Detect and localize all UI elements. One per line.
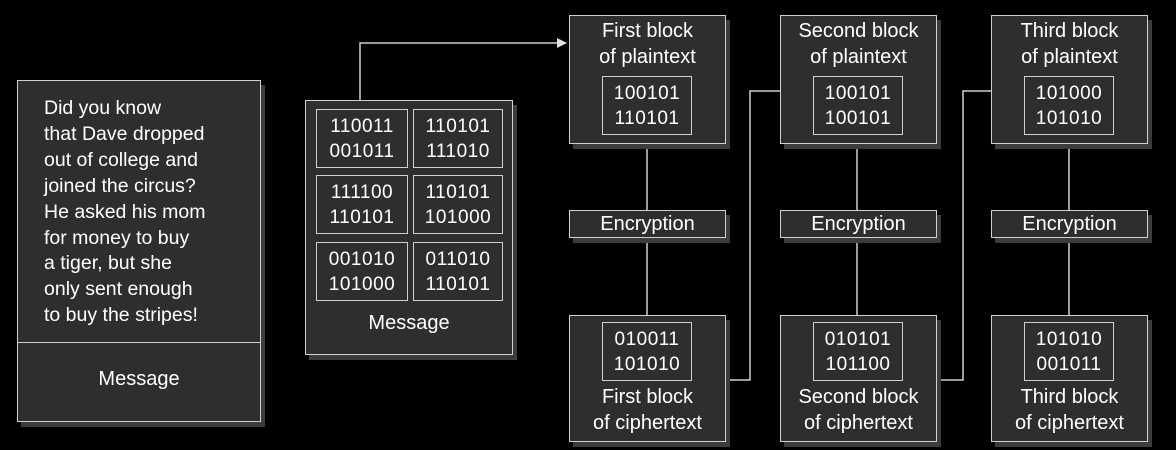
- ciphertext-bits-3: 101010 001011: [1024, 322, 1114, 381]
- message-cell: 111100 110101: [316, 175, 408, 234]
- ciphertext-label-2: Second block of ciphertext: [798, 386, 919, 434]
- story-divider: [17, 342, 261, 343]
- message-cell: 011010 110101: [413, 242, 503, 301]
- encryption-label-3: Encryption: [1022, 213, 1117, 235]
- plaintext-label-1: First block of plaintext: [599, 20, 696, 68]
- plaintext-bits-1: 100101 110101: [602, 76, 692, 135]
- encryption-box-2: [780, 210, 937, 238]
- story-text: Did you know that Dave dropped out of co…: [44, 97, 206, 327]
- story-message-box: [17, 80, 261, 422]
- message-cell: 001010 101000: [316, 242, 408, 301]
- ciphertext-label-1: First block of ciphertext: [593, 386, 702, 434]
- story-message-label: Message: [98, 368, 180, 390]
- encryption-label-1: Encryption: [600, 213, 695, 235]
- encryption-box-3: [991, 210, 1148, 238]
- message-grid-label: Message: [368, 312, 450, 334]
- encryption-label-2: Encryption: [811, 213, 906, 235]
- ciphertext-label-3: Third block of ciphertext: [1015, 386, 1124, 434]
- message-cell: 110011 001011: [316, 109, 408, 168]
- ciphertext-bits-2: 010101 101100: [813, 322, 903, 381]
- message-cell: 110101 101000: [413, 175, 503, 234]
- message-cell: 110101 111010: [413, 109, 503, 168]
- arrow-message-to-first-plaintext: [359, 38, 567, 100]
- ciphertext-bits-1: 010011 101010: [602, 322, 692, 381]
- plaintext-label-3: Third block of plaintext: [1020, 20, 1119, 68]
- encryption-box-1: [569, 210, 726, 238]
- plaintext-bits-3: 101000 101010: [1024, 76, 1114, 135]
- plaintext-label-2: Second block of plaintext: [798, 20, 919, 68]
- plaintext-bits-2: 100101 100101: [813, 76, 903, 135]
